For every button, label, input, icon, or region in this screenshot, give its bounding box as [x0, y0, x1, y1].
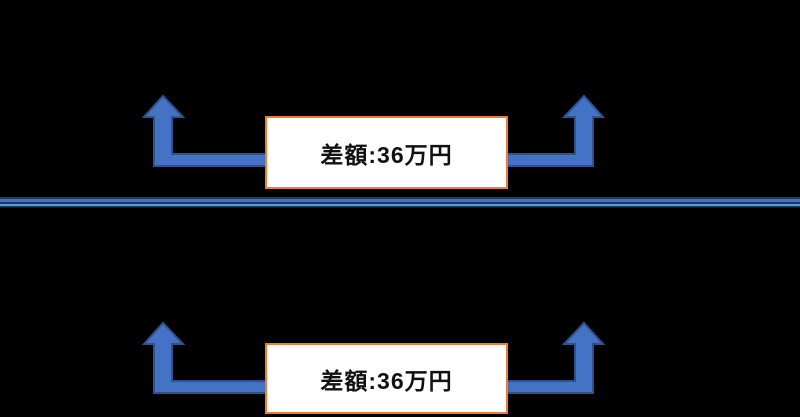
bent-up-arrow-icon-top-right — [506, 94, 606, 167]
bent-up-arrow-icon-bottom-right — [506, 321, 606, 394]
divider-line-stripe-dark-2 — [0, 202, 800, 204]
difference-label-bottom: 差額:36万円 — [320, 367, 453, 394]
divider-line-stripe-dark-3 — [0, 206, 800, 208]
bent-up-arrow-icon-bottom-left — [141, 321, 268, 394]
divider-line-stripe-light — [0, 204, 800, 206]
divider-line — [0, 197, 800, 208]
divider-line-stripe-blue — [0, 199, 800, 202]
difference-label-top: 差額:36万円 — [320, 141, 453, 168]
difference-label-box-top: 差額:36万円 — [265, 116, 508, 189]
bent-up-arrow-icon-top-left — [141, 94, 268, 167]
difference-label-box-bottom: 差額:36万円 — [265, 343, 508, 414]
divider-line-stripe-dark-1 — [0, 197, 800, 199]
